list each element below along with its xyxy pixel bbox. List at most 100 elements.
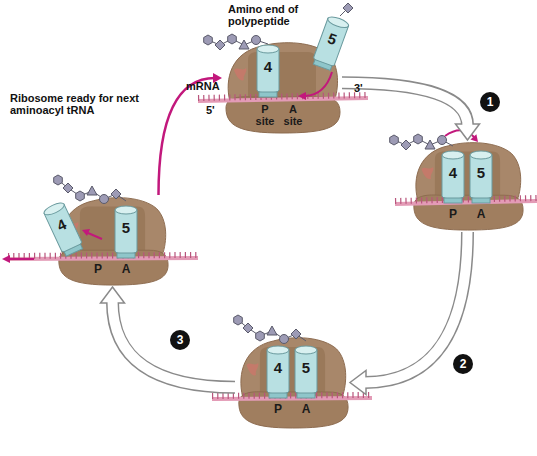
annotation-label: 3' — [354, 82, 374, 94]
illustration-part — [8, 258, 34, 260]
trna-number: 5 — [293, 359, 319, 376]
arrow-outline — [365, 232, 468, 383]
illustration-part — [204, 35, 213, 45]
illustration-part — [470, 134, 478, 142]
annotation-label: Amino end of polypeptide — [228, 3, 308, 27]
illustration-part — [63, 183, 73, 193]
illustration-part — [76, 191, 85, 201]
illustration-part — [256, 331, 265, 341]
shape-part — [257, 45, 279, 53]
shape-part — [115, 206, 137, 214]
ribosome: PA 45 — [410, 140, 525, 232]
illustration-part — [390, 135, 399, 145]
trna-number: 4 — [440, 164, 466, 181]
shape-part — [326, 15, 349, 30]
illustration-part — [425, 140, 435, 149]
arrow-head — [213, 73, 222, 83]
trna-number: 4 — [265, 359, 291, 376]
trna-molecule: 4 — [255, 42, 281, 98]
arrow-head — [101, 287, 125, 303]
illustration-part — [234, 315, 243, 325]
shape-part — [414, 195, 523, 230]
arrow-outline — [113, 302, 236, 387]
illustration-part — [243, 323, 253, 333]
shape-part — [422, 167, 434, 179]
illustration-part — [215, 40, 225, 50]
polypeptide-chain — [54, 3, 453, 344]
arrow-head — [456, 124, 480, 140]
annotation-label: 5' — [206, 104, 226, 116]
trna-number: 4 — [255, 58, 281, 75]
illustration-part — [414, 134, 423, 144]
arrow-body — [113, 301, 236, 387]
arrow-body — [364, 232, 468, 383]
shape-part — [226, 97, 340, 133]
illustration-part — [228, 34, 237, 44]
step-number: 2 — [453, 354, 473, 374]
site-label: P — [266, 403, 290, 416]
illustration-part — [267, 326, 277, 335]
cycle-arrow — [342, 83, 480, 140]
return-arrow — [159, 73, 223, 195]
shape-part — [442, 151, 464, 159]
illustration-part — [208, 39, 268, 45]
site-label: P site — [253, 103, 277, 127]
trna-molecule: 4 — [440, 148, 466, 204]
annotation-label: mRNA — [186, 80, 226, 92]
mrna-movement-arrow — [2, 255, 34, 263]
site-label: A site — [281, 103, 305, 127]
site-label: P — [86, 263, 110, 276]
callout-number: 1 — [480, 92, 500, 112]
shape-part — [59, 250, 168, 285]
site-label: A — [114, 263, 138, 276]
site-label: P — [441, 208, 465, 221]
arrow-body — [159, 78, 216, 195]
cycle-arrow — [101, 287, 236, 387]
trna-molecule: 5 — [309, 11, 353, 73]
shape-part — [239, 392, 348, 428]
trna-number: 5 — [113, 219, 139, 236]
illustration-part — [87, 186, 97, 195]
arrow-outline — [342, 83, 468, 125]
shape-part — [313, 60, 332, 71]
step-number: 3 — [170, 330, 190, 350]
shape-part — [472, 198, 490, 203]
trna-molecule: 5 — [293, 343, 319, 399]
arrow-body — [342, 83, 468, 126]
callout-number: 2 — [453, 354, 473, 374]
trna-number: 5 — [468, 164, 494, 181]
illustration-part — [54, 175, 63, 185]
shape-part — [410, 140, 525, 232]
shape-part — [117, 253, 135, 258]
trna-molecule: 5 — [468, 148, 494, 204]
illustration-part — [438, 136, 447, 145]
illustration-part — [239, 40, 249, 49]
illustration-part — [2, 255, 10, 263]
shape-part — [247, 363, 259, 375]
shape-part — [235, 335, 350, 430]
ribosome: PA 45 — [235, 335, 350, 430]
site-label: A — [469, 208, 493, 221]
illustration-part — [445, 130, 474, 137]
shape-part — [241, 338, 346, 397]
shape-part — [42, 201, 65, 218]
shape-part — [260, 347, 325, 393]
mrna-strand — [8, 95, 537, 399]
shape-part — [64, 244, 82, 256]
shape-part — [297, 393, 315, 398]
site-label: A — [294, 403, 318, 416]
shape-part — [470, 151, 492, 159]
illustration-part — [252, 36, 261, 45]
callout-number: 3 — [170, 330, 190, 350]
shape-part — [295, 346, 317, 354]
shape-part — [259, 92, 277, 97]
shape-part — [269, 393, 287, 398]
illustration-part — [394, 139, 453, 146]
trna-molecule: 5 — [113, 203, 139, 259]
illustration-part — [340, 8, 348, 16]
shape-part — [444, 198, 462, 203]
shape-part — [267, 346, 289, 354]
annotation-label: Ribosome ready for next aminoacyl tRNA — [10, 92, 160, 116]
cycle-arrow — [350, 232, 468, 395]
